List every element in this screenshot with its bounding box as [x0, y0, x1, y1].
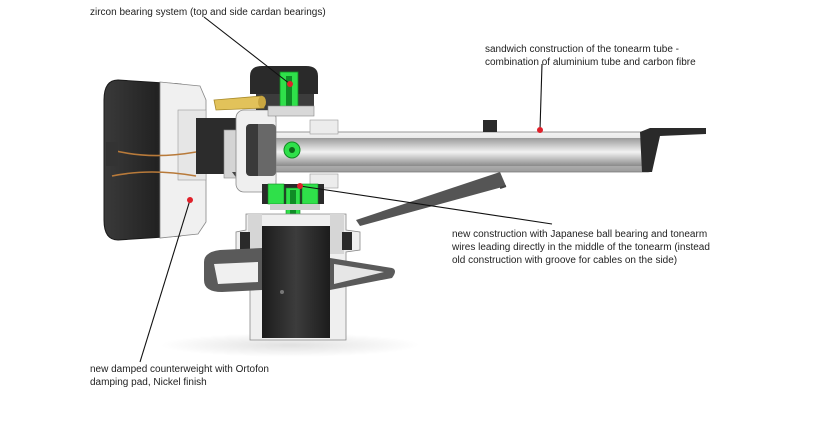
label-counterweight: new damped counterweight with Ortofon da… — [90, 363, 269, 389]
pointer-counterweight — [139, 199, 191, 363]
mounting-flange — [204, 248, 395, 292]
label-line: damping pad, Nickel finish — [90, 377, 207, 388]
label-line: combination of aluminium tube and carbon… — [485, 57, 696, 68]
marker-counterweight — [187, 197, 193, 203]
lift-pin — [213, 95, 266, 111]
pointer-zircon — [203, 16, 291, 85]
label-ball-bearing: new construction with Japanese ball bear… — [452, 228, 710, 267]
label-line: zircon bearing system (top and side card… — [90, 7, 326, 18]
marker-ball-bearing — [297, 183, 303, 189]
label-sandwich-construction: sandwich construction of the tonearm tub… — [485, 43, 696, 69]
marker-zircon — [287, 81, 293, 87]
marker-dots — [187, 81, 543, 203]
label-zircon-bearing: zircon bearing system (top and side card… — [90, 6, 326, 19]
pointer-ball-bearing — [299, 185, 553, 225]
pointer-lines — [139, 16, 553, 363]
label-line: new construction with Japanese ball bear… — [452, 229, 708, 240]
marker-sandwich — [537, 127, 543, 133]
label-line: sandwich construction of the tonearm tub… — [485, 44, 679, 55]
label-line: new damped counterweight with Ortofon — [90, 364, 269, 375]
pointer-sandwich — [539, 63, 543, 131]
label-line: old construction with groove for cables … — [452, 255, 678, 266]
arm-pillar — [235, 213, 361, 341]
floor-shadow — [160, 333, 420, 357]
tonearm-tube — [261, 120, 706, 226]
label-line: wires leading directly in the middle of … — [452, 242, 710, 253]
